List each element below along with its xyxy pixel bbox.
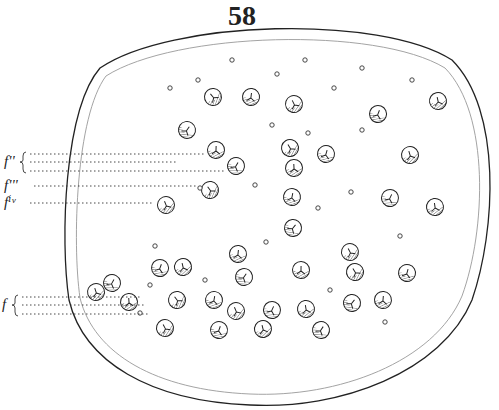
- small-body: [410, 78, 414, 82]
- small-body: [253, 183, 257, 187]
- callout-letter: fⁱᵛ: [4, 195, 15, 210]
- leader-line: [30, 171, 226, 172]
- small-body: [203, 278, 207, 282]
- cell: [396, 263, 417, 284]
- small-body: [275, 72, 279, 76]
- small-body: [360, 128, 364, 132]
- cell: [428, 91, 448, 112]
- cell: [367, 103, 389, 125]
- small-body-group: [138, 58, 414, 324]
- small-body: [360, 66, 364, 70]
- cell: [224, 154, 247, 178]
- small-body: [230, 58, 234, 62]
- small-body: [264, 240, 268, 244]
- cell: [315, 143, 336, 165]
- cell: [232, 265, 256, 289]
- cell: [165, 288, 189, 312]
- small-body: [198, 186, 202, 190]
- leader-line: [30, 154, 206, 155]
- cell: [285, 159, 303, 177]
- callout-letter: f: [2, 297, 6, 312]
- leader-line: [22, 305, 146, 306]
- callout-letter: f''': [4, 178, 18, 193]
- cell: [229, 245, 248, 264]
- cell: [241, 88, 260, 107]
- cell: [154, 317, 177, 340]
- cell: [343, 260, 367, 284]
- small-body: [270, 123, 274, 127]
- cell: [281, 216, 305, 240]
- small-body: [138, 311, 142, 315]
- leader-lines: [22, 154, 226, 314]
- cell: [100, 271, 123, 295]
- cell: [261, 299, 284, 322]
- cell: [201, 85, 225, 109]
- bracket: [20, 152, 26, 173]
- brackets: [12, 152, 26, 316]
- small-body: [303, 58, 307, 62]
- cell: [225, 300, 247, 323]
- cell: [374, 291, 392, 310]
- leader-line: [22, 297, 141, 298]
- leader-line: [22, 314, 150, 315]
- cell: [292, 261, 309, 279]
- bracket: [12, 295, 18, 316]
- cell: [296, 299, 316, 319]
- cell: [278, 136, 302, 160]
- cell: [253, 319, 274, 340]
- small-body: [383, 320, 387, 324]
- cell: [207, 141, 225, 159]
- leader-line: [30, 203, 152, 204]
- small-body: [148, 283, 152, 287]
- cell: [309, 318, 333, 342]
- small-body: [398, 234, 402, 238]
- small-body: [332, 86, 336, 90]
- inner-outline: [76, 40, 479, 395]
- cell: [378, 187, 401, 210]
- leader-line: [30, 162, 176, 163]
- cell: [340, 291, 364, 315]
- cell: [149, 257, 171, 279]
- cell: [208, 319, 230, 341]
- cell-group: [85, 85, 448, 342]
- cell: [120, 293, 138, 312]
- callout-letter: f'': [4, 154, 15, 169]
- small-body: [153, 244, 157, 248]
- cell: [282, 187, 302, 207]
- cell: [399, 144, 420, 166]
- cell: [283, 93, 306, 116]
- cell: [175, 118, 199, 142]
- cell: [204, 290, 224, 310]
- cell: [339, 241, 362, 264]
- small-body: [316, 206, 320, 210]
- small-body: [328, 288, 332, 292]
- cell: [425, 197, 444, 217]
- small-body: [306, 131, 310, 135]
- leader-line: [34, 186, 196, 187]
- cell: [198, 178, 222, 202]
- outer-outline: [65, 29, 490, 406]
- small-body: [349, 190, 353, 194]
- cell: [173, 257, 194, 278]
- cell: [155, 194, 177, 217]
- small-body: [168, 86, 172, 90]
- figure-number: 58: [228, 2, 256, 30]
- small-body: [196, 78, 200, 82]
